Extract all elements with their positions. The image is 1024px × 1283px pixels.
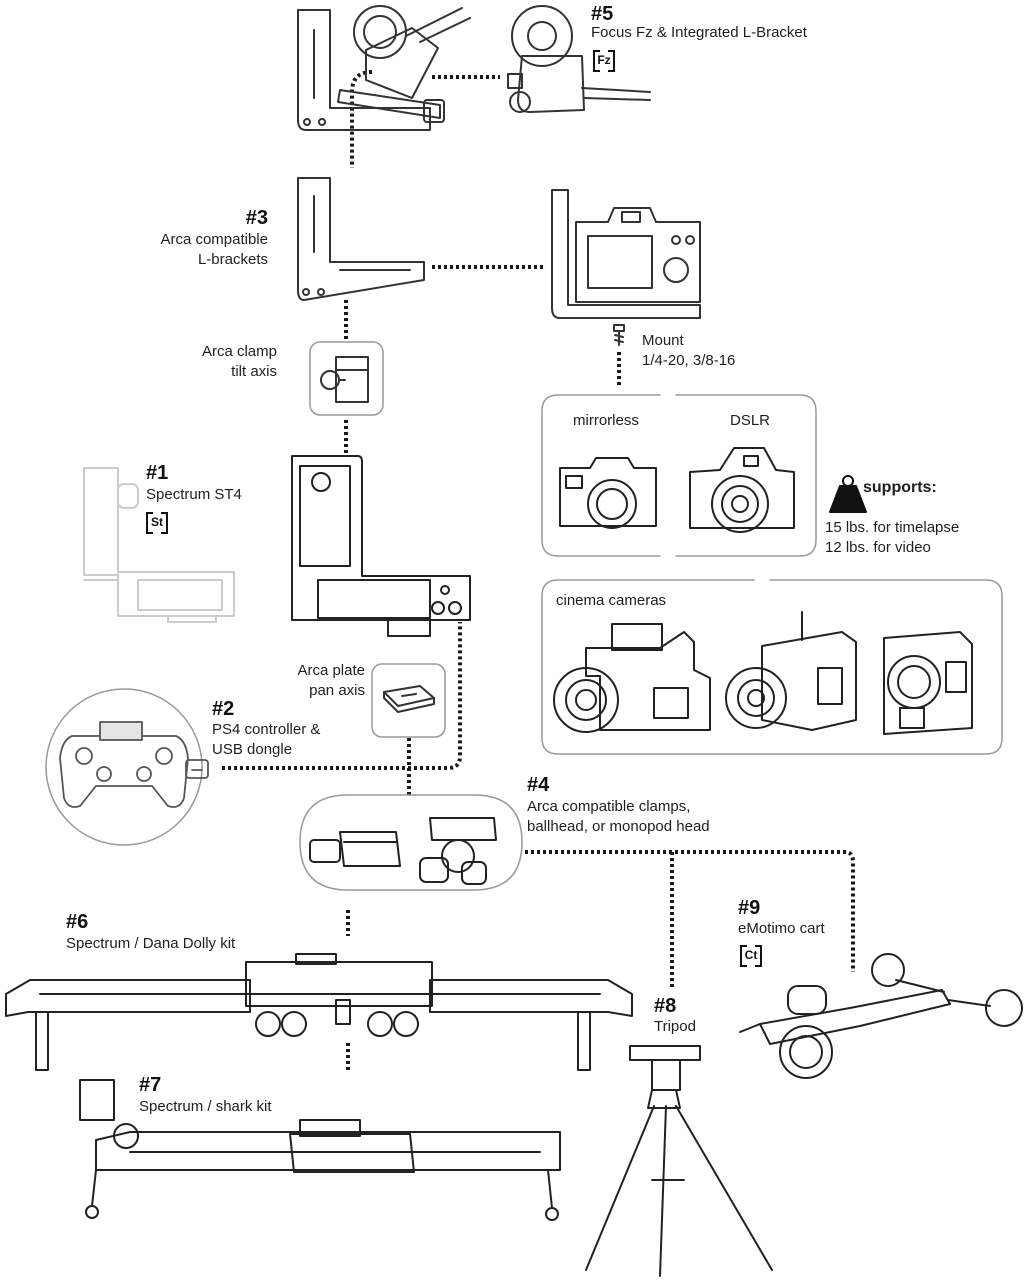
label-shark-kit: Spectrum / shark kit	[139, 1098, 272, 1115]
label-clamp-line1: Arca clamp	[201, 343, 277, 360]
label-l-brackets-line2: L-brackets	[197, 251, 268, 268]
weight-icon	[829, 475, 867, 513]
label-number-7: #7	[139, 1074, 162, 1096]
label-emotimo-cart: eMotimo cart	[738, 920, 825, 937]
label-number-9: #9	[738, 897, 761, 919]
label-ps4-line1: PS4 controller &	[212, 721, 321, 738]
ballhead-icon	[419, 817, 497, 885]
label-l-brackets-line1: Arca compatible	[160, 231, 268, 248]
label-dslr: DSLR	[730, 412, 771, 429]
label-clamp-line2: tilt axis	[231, 363, 277, 380]
arca-clamp-icon	[320, 356, 369, 403]
label-plate-line1: Arca plate	[297, 662, 365, 679]
label-number-4: #4	[527, 774, 550, 796]
label-ps4-line2: USB dongle	[212, 741, 293, 758]
label-number-1: #1	[146, 462, 169, 484]
label-tripod: Tripod	[654, 1018, 696, 1035]
label-mount-line1: Mount	[642, 332, 684, 349]
label-number-3: #3	[245, 207, 268, 229]
label-clamps-line1: Arca compatible clamps,	[527, 798, 691, 815]
badge-fz-icon: Fz	[593, 50, 615, 72]
spectrum-st4-ghost	[83, 467, 235, 623]
arca-plate-icon	[383, 685, 435, 713]
label-supports-timelapse: 15 lbs. for timelapse	[825, 519, 960, 536]
label-number-8: #8	[654, 995, 677, 1017]
badge-ct-icon: Ct	[740, 945, 762, 967]
badge-st-icon: St	[146, 512, 168, 534]
arca-clamp-2-icon	[309, 831, 401, 867]
bracket-with-camera-illustration	[551, 189, 701, 319]
label-number-6: #6	[66, 911, 89, 933]
cinema-camera-panel	[541, 579, 1003, 755]
label-spectrum-st4: Spectrum ST4	[146, 486, 242, 503]
consumer-camera-panel	[541, 394, 661, 557]
tripod-icon	[585, 1045, 773, 1277]
shark-slider-icon	[79, 1079, 561, 1221]
emotimo-cart-icon	[739, 953, 1023, 1079]
cinema-camera-1-icon	[553, 623, 711, 733]
label-supports-title: supports:	[863, 479, 937, 496]
label-number-2: #2	[212, 698, 235, 720]
cinema-camera-2-icon	[725, 611, 857, 731]
label-plate-line2: pan axis	[309, 682, 365, 699]
mount-screw-icon	[613, 324, 625, 346]
label-mirrorless: mirrorless	[573, 412, 639, 429]
label-cinema-cameras: cinema cameras	[556, 592, 667, 609]
clamps-panel	[299, 794, 523, 891]
label-number-5: #5	[591, 3, 614, 25]
ps4-controller-icon	[59, 721, 189, 808]
dana-dolly-slider-icon	[5, 953, 633, 1071]
focus-bracket-illustration	[297, 5, 471, 131]
cinema-camera-3-icon	[883, 631, 973, 735]
dslr-camera-icon	[689, 447, 795, 533]
motion-head-illustration	[291, 455, 471, 637]
clamp-tilt-box	[309, 341, 384, 416]
label-focus-fz: Focus Fz & Integrated L-Bracket	[591, 24, 807, 41]
label-mount-line2: 1/4-20, 3/8-16	[642, 352, 736, 369]
label-clamps-line2: ballhead, or monopod head	[527, 818, 710, 835]
usb-dongle-icon	[185, 759, 209, 779]
mirrorless-camera-icon	[559, 457, 657, 529]
focus-motor-illustration	[507, 5, 651, 113]
controller-circle	[45, 688, 203, 846]
label-supports-video: 12 lbs. for video	[825, 539, 931, 556]
l-bracket-illustration	[297, 177, 425, 301]
plate-pan-box	[371, 663, 446, 738]
label-dana-dolly: Spectrum / Dana Dolly kit	[66, 935, 236, 952]
